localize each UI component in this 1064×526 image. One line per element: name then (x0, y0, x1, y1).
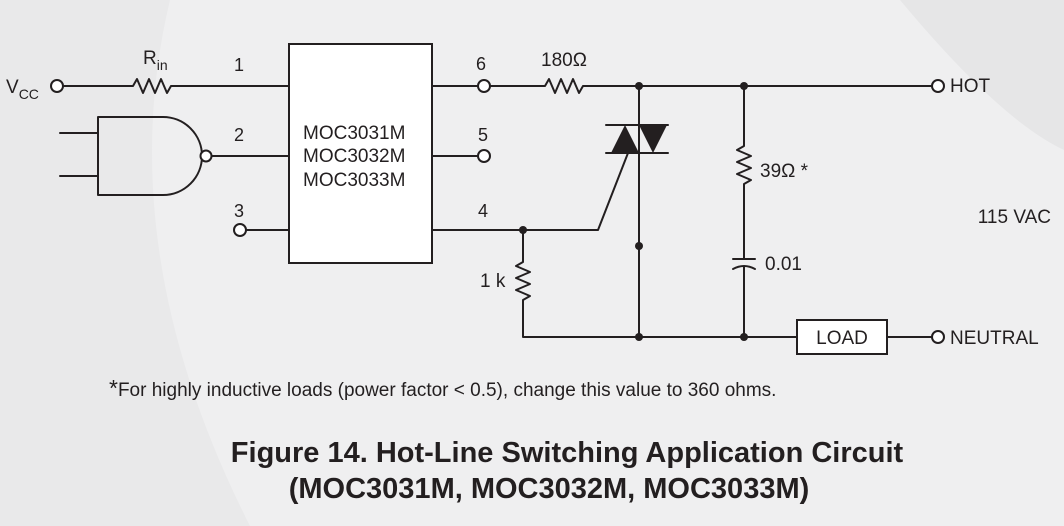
r180-resistor-and-hot-rail (489, 78, 933, 94)
background-arc (0, 0, 250, 526)
background-arc-right (900, 0, 1064, 150)
pin-5-label: 5 (478, 125, 488, 145)
caption-line-1: Figure 14. Hot-Line Switching Applicatio… (231, 437, 904, 469)
pin3-terminal (233, 223, 247, 237)
junction-dot (635, 242, 643, 250)
r39-label: 39Ω * (760, 161, 809, 182)
junction-dot (635, 82, 643, 90)
ic-part-2: MOC3032M (303, 146, 405, 167)
r1k-label: 1 k (480, 271, 506, 292)
neutral-label: NEUTRAL (950, 328, 1039, 349)
triac (605, 85, 669, 338)
supply-label: 115 VAC (978, 207, 1051, 228)
optocoupler-ic (288, 43, 433, 264)
nand-gate (59, 116, 290, 196)
c001-label: 0.01 (765, 254, 802, 275)
footnote: *For highly inductive loads (power facto… (109, 375, 776, 401)
pin-1-label: 1 (234, 55, 244, 75)
r39-resistor (736, 85, 752, 260)
r1k-resistor (515, 229, 798, 338)
pin-2-label: 2 (234, 125, 244, 145)
vcc-terminal (50, 79, 64, 93)
junction-dot (740, 82, 748, 90)
pin-6-label: 6 (476, 54, 486, 74)
rin-resistor (62, 78, 290, 94)
neutral-terminal (931, 330, 945, 344)
pin4-gate-wire (431, 152, 629, 231)
junction-dot (740, 333, 748, 341)
vcc-input: VCC Rin (6, 48, 290, 102)
pin6-terminal (477, 79, 491, 93)
ic-part-3: MOC3033M (303, 170, 405, 191)
r180-label: 180Ω (541, 50, 587, 71)
pin5-terminal (477, 149, 491, 163)
load-label: LOAD (816, 328, 868, 349)
junction-dot (519, 226, 527, 234)
vcc-label: VCC (6, 77, 39, 102)
junction-dot (635, 333, 643, 341)
hot-label: HOT (950, 76, 991, 97)
caption-line-2: (MOC3031M, MOC3032M, MOC3033M) (289, 473, 810, 505)
pin-3-label: 3 (234, 201, 244, 221)
rin-label: Rin (143, 48, 168, 73)
pin-4-label: 4 (478, 201, 488, 221)
ic-part-1: MOC3031M (303, 123, 405, 144)
hot-terminal (931, 79, 945, 93)
